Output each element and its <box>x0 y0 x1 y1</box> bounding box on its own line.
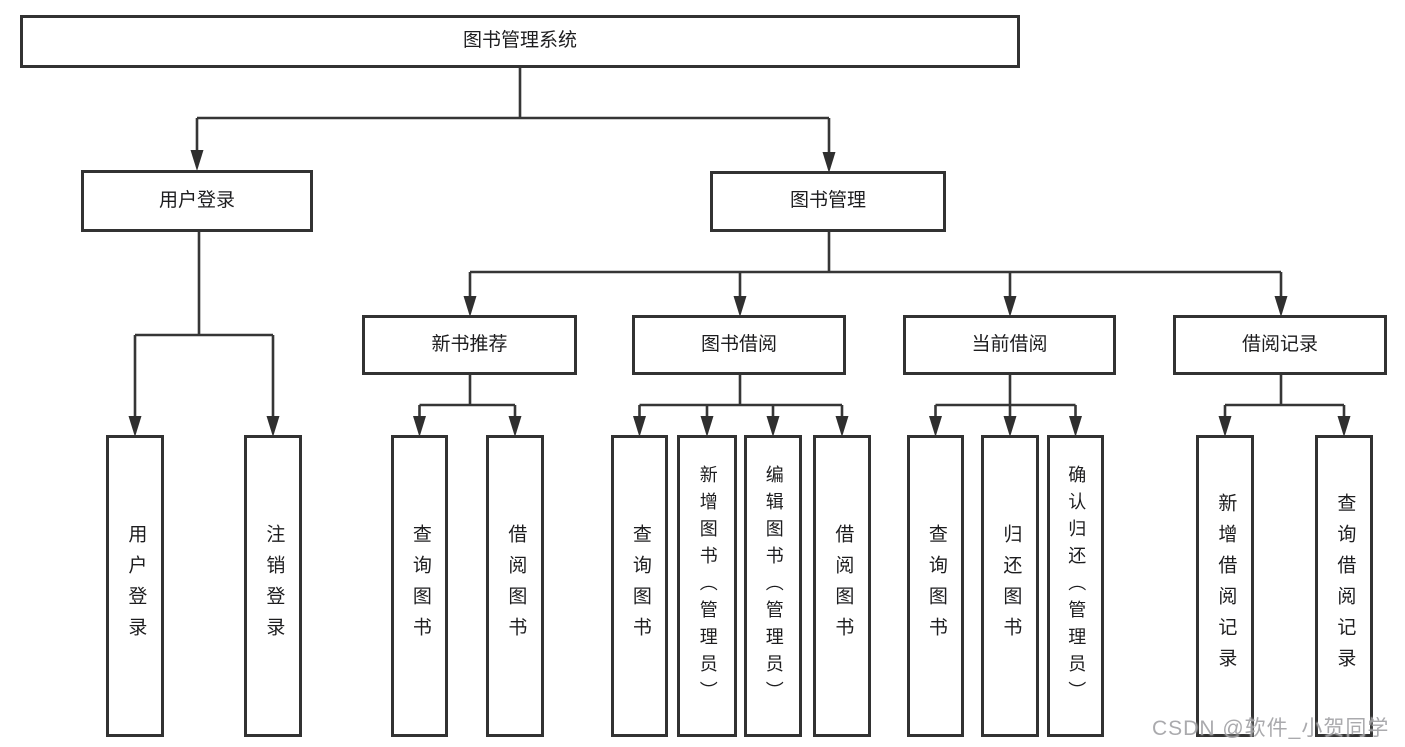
node-label: 图书管理系统 <box>462 30 577 52</box>
node-borrow-records: 借阅记录 <box>1173 315 1387 375</box>
leaf-query-book-borrow: 查询图书 <box>611 435 668 737</box>
leaf-borrow-book-recommend: 借阅图书 <box>486 435 544 737</box>
leaf-query-book-recommend: 查询图书 <box>391 435 448 737</box>
node-label: 图书管理 <box>789 190 866 212</box>
node-book-borrow: 图书借阅 <box>632 315 846 375</box>
connector-user-login <box>128 232 280 437</box>
node-label: 当前借阅 <box>971 333 1048 355</box>
node-new-book-recommend: 新书推荐 <box>362 315 577 375</box>
node-current-borrow: 当前借阅 <box>903 315 1116 375</box>
leaf-return-book: 归还图书 <box>981 435 1039 737</box>
connector-borrow-records <box>1218 375 1351 437</box>
connector-book-management <box>463 232 1288 317</box>
node-label: 借阅图书 <box>832 524 854 648</box>
leaf-query-book-current: 查询图书 <box>907 435 964 737</box>
node-label: 借阅记录 <box>1241 333 1318 355</box>
node-label: 查询图书 <box>629 524 651 648</box>
node-label: 图书借阅 <box>700 333 777 355</box>
node-label: 新增图书（管理员） <box>697 464 718 708</box>
leaf-edit-book-admin: 编辑图书（管理员） <box>744 435 802 737</box>
node-label: 查询图书 <box>409 524 431 648</box>
leaf-borrow-book: 借阅图书 <box>813 435 871 737</box>
node-label: 确认归还（管理员） <box>1066 464 1087 708</box>
node-label: 新书推荐 <box>431 333 508 355</box>
leaf-confirm-return-admin: 确认归还（管理员） <box>1047 435 1104 737</box>
leaf-add-book-admin: 新增图书（管理员） <box>677 435 737 737</box>
node-user-login: 用户登录 <box>81 170 313 232</box>
node-book-management: 图书管理 <box>710 171 946 232</box>
connector-new-book-recommend <box>413 375 522 437</box>
node-label: 查询借阅记录 <box>1334 493 1356 679</box>
leaf-user-login: 用户登录 <box>106 435 164 737</box>
node-label: 归还图书 <box>1000 524 1022 648</box>
connector-current-borrow <box>929 375 1082 437</box>
node-label: 注销登录 <box>263 524 285 648</box>
node-label: 查询图书 <box>925 524 947 648</box>
csdn-watermark: CSDN @软件_小贺同学 <box>1152 717 1390 740</box>
node-root: 图书管理系统 <box>20 15 1020 68</box>
leaf-add-borrow-record: 新增借阅记录 <box>1196 435 1254 737</box>
connector-root <box>190 68 836 173</box>
node-label: 用户登录 <box>125 524 147 648</box>
node-label: 编辑图书（管理员） <box>763 464 784 708</box>
node-label: 用户登录 <box>158 189 235 211</box>
leaf-query-borrow-record: 查询借阅记录 <box>1315 435 1373 737</box>
node-label: 新增借阅记录 <box>1215 493 1237 679</box>
leaf-logout: 注销登录 <box>244 435 302 737</box>
node-label: 借阅图书 <box>505 524 527 648</box>
connector-book-borrow <box>633 375 849 437</box>
